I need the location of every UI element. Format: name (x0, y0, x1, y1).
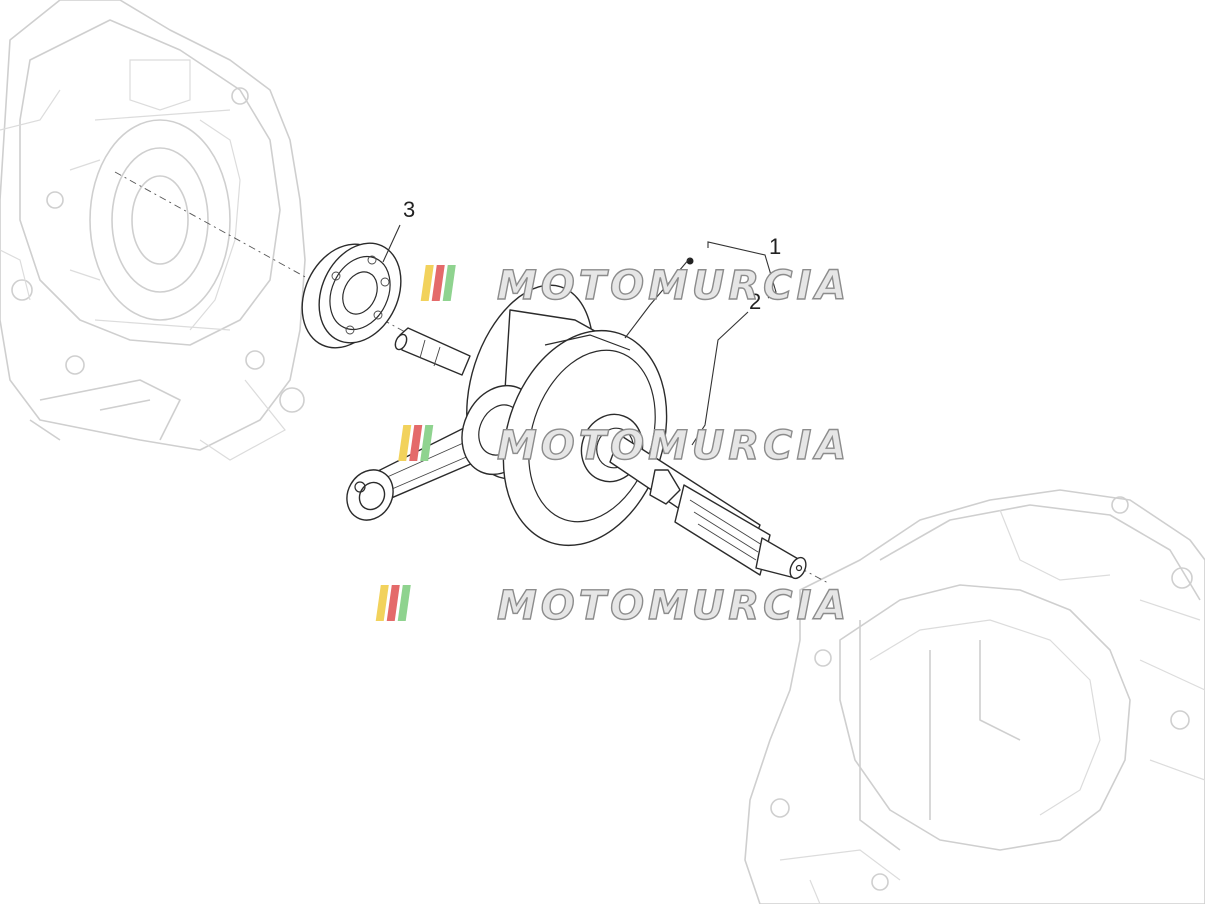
right-crankcase-ghost (744, 489, 1205, 904)
watermark-top: MOTOMURCIA (420, 262, 850, 310)
ball-bearing (301, 242, 402, 349)
watermark-text-top: MOTOMURCIA (497, 263, 850, 309)
callout-3: 3 (403, 197, 415, 222)
watermark-bottom: MOTOMURCIA (375, 582, 850, 630)
crankshaft-assembly (346, 284, 807, 580)
callout-1: 1 (769, 234, 781, 259)
callout-labels: 1 2 3 (403, 197, 781, 314)
left-crankcase-ghost (0, 0, 306, 461)
watermark-text-middle: MOTOMURCIA (497, 423, 850, 469)
callout-2: 2 (749, 289, 761, 314)
watermark-text-bottom: MOTOMURCIA (497, 583, 850, 629)
watermark-middle: MOTOMURCIA (398, 422, 850, 470)
leader-lines (382, 224, 777, 446)
